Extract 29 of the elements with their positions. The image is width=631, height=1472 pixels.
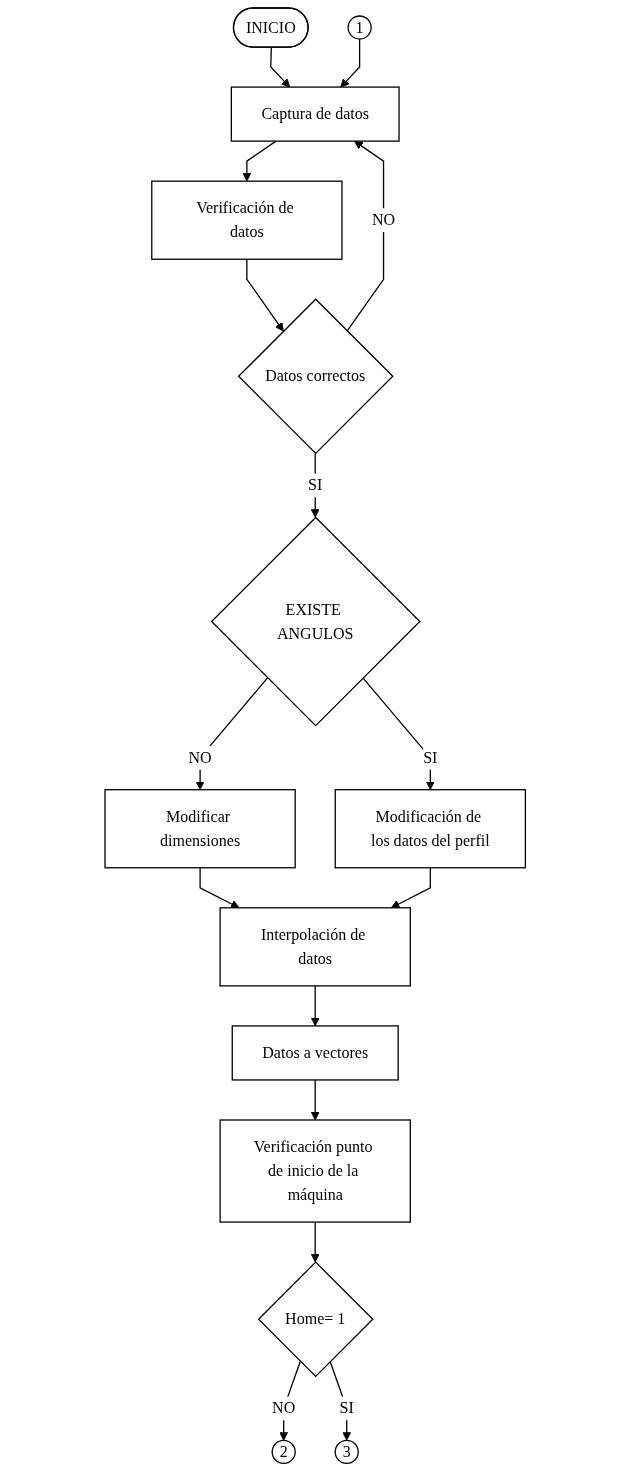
edge-label: SI: [308, 476, 323, 494]
node-diamond: Home= 1: [257, 1261, 375, 1378]
arrow: [246, 258, 285, 332]
arrow: [391, 867, 432, 909]
node-circle: 1: [347, 15, 373, 40]
arrow: [346, 140, 385, 332]
node-box: Modificar dimensiones: [104, 789, 297, 869]
node-box: Datos a vectores: [231, 1025, 400, 1081]
arrow: [340, 38, 361, 88]
arrow: [270, 46, 291, 88]
arrow: [242, 140, 277, 182]
edge-label: NO: [188, 748, 212, 766]
arrow: [199, 867, 240, 909]
edge-label: NO: [372, 211, 396, 229]
edge-label: SI: [339, 1399, 355, 1417]
node-diamond: EXISTE ANGULOS: [211, 516, 421, 727]
edge-label: NO: [272, 1399, 296, 1417]
arrow: [311, 985, 320, 1027]
arrow: [311, 1221, 320, 1263]
node-circle: 2: [271, 1439, 297, 1465]
node-box: Verificación de datos: [151, 180, 343, 260]
node-diamond: Datos correctos: [238, 298, 394, 455]
node-box: Interpolación de datos: [219, 907, 412, 987]
edge-label: SI: [423, 748, 438, 766]
node-circle: 3: [334, 1439, 360, 1465]
node-box: Verificación punto de inicio de la máquina: [219, 1119, 412, 1223]
node-box: Modificación de los datos del perfil: [334, 789, 527, 869]
node-box: Captura de datos: [231, 86, 400, 142]
arrow: [311, 1079, 320, 1121]
